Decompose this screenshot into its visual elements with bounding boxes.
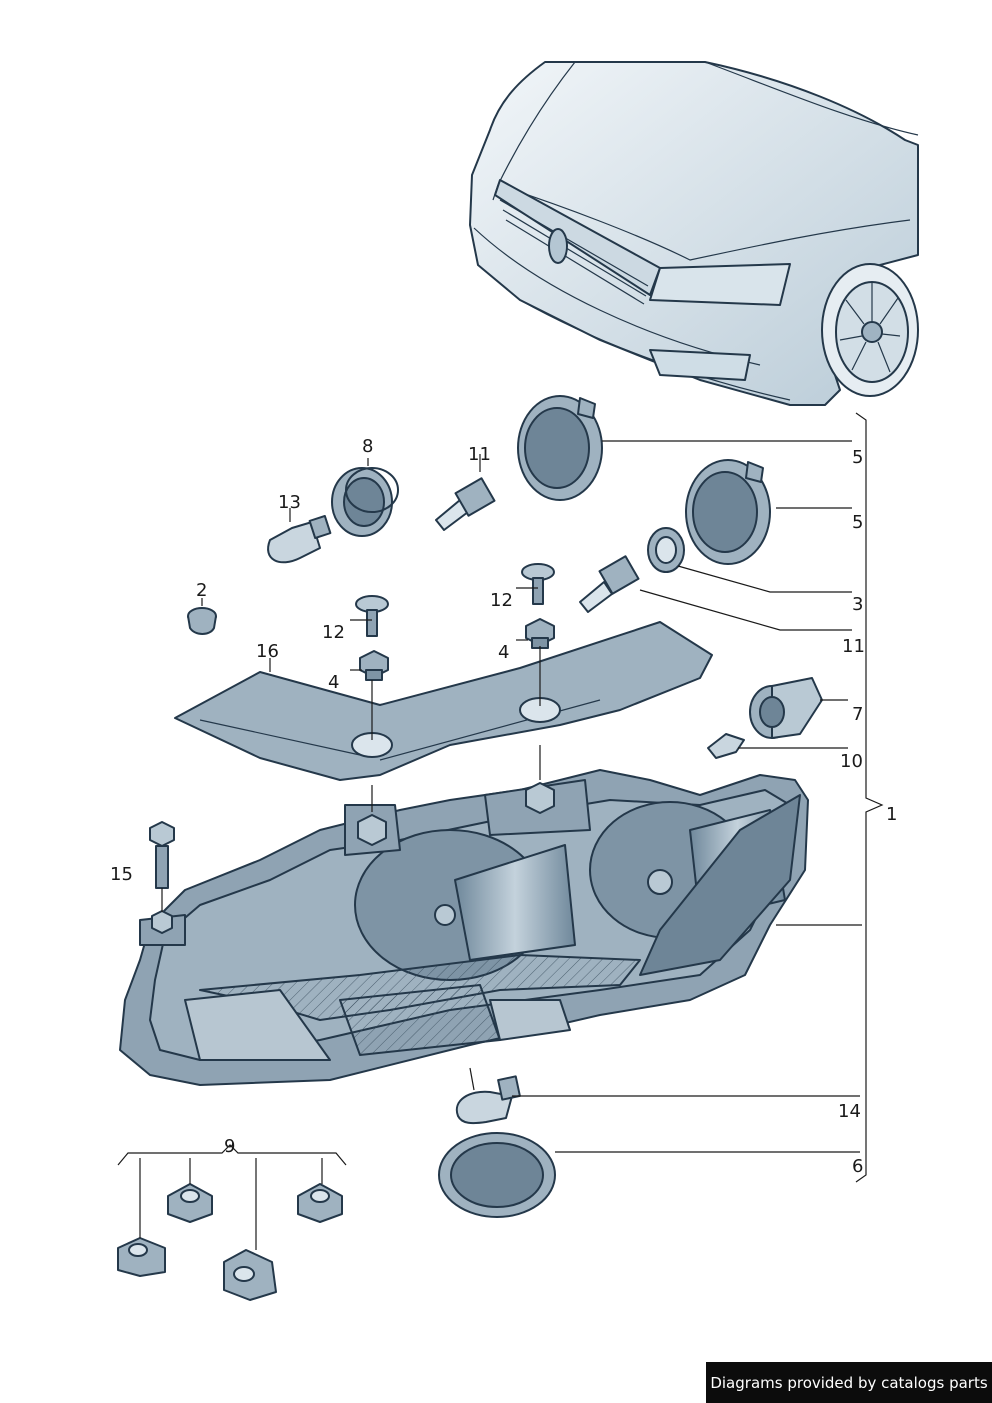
callout-16: 16 <box>256 641 279 662</box>
callout-4-left: 4 <box>328 672 339 693</box>
repair-bracket-part-1 <box>117 1237 166 1277</box>
turn-signal-bulb-part <box>455 1075 521 1125</box>
repair-bracket-part-3 <box>223 1249 277 1301</box>
callout-14: 14 <box>838 1101 861 1122</box>
callout-5-upper: 5 <box>852 447 863 468</box>
callout-2: 2 <box>196 580 207 601</box>
halogen-bulb-part-top <box>435 477 496 531</box>
callout-10: 10 <box>840 751 863 772</box>
repair-bracket-part-2 <box>167 1183 213 1223</box>
lower-cover-cap-part <box>438 1132 556 1218</box>
repair-bracket-part-4 <box>297 1183 343 1223</box>
credit-text: Diagrams provided by catalogs parts <box>710 1373 988 1392</box>
vehicle-front-illustration <box>469 61 919 406</box>
retainer-ring-part <box>647 527 685 573</box>
nut-part-left <box>359 650 389 681</box>
leader-lines <box>117 412 884 1250</box>
callout-12-right: 12 <box>490 590 513 611</box>
callout-8: 8 <box>362 436 373 457</box>
callout-4-right: 4 <box>498 642 509 663</box>
callout-labels: 1 2 3 4 4 5 5 6 7 8 9 10 11 11 12 12 13 … <box>110 436 897 1177</box>
credit-banner: Diagrams provided by catalogs parts <box>706 1362 992 1403</box>
callout-12-left: 12 <box>322 622 345 643</box>
headlamp-housing <box>119 769 809 1086</box>
screw-part-left <box>355 595 389 637</box>
upper-cover-panel <box>174 621 713 781</box>
cover-cap-part-upper <box>517 395 603 501</box>
callout-6: 6 <box>852 1156 863 1177</box>
screw-part-right <box>521 563 555 605</box>
callout-13: 13 <box>278 492 301 513</box>
callout-1: 1 <box>886 804 897 825</box>
callout-7: 7 <box>852 704 863 725</box>
halogen-bulb-part-lower <box>579 555 640 613</box>
socket-ring-part <box>331 467 399 537</box>
callout-5-lower: 5 <box>852 512 863 533</box>
callout-3: 3 <box>852 594 863 615</box>
callout-15: 15 <box>110 864 133 885</box>
callout-11-top: 11 <box>468 444 491 465</box>
cover-cap-part-lower <box>685 459 771 565</box>
callout-11-right: 11 <box>842 636 865 657</box>
small-bulb-part <box>707 733 745 759</box>
callout-9: 9 <box>224 1136 235 1157</box>
cap-part <box>187 607 217 635</box>
nut-part-right <box>525 618 555 649</box>
bolt-part <box>149 821 175 889</box>
bulb-socket-part <box>749 677 823 739</box>
wedge-bulb-part <box>267 514 332 564</box>
